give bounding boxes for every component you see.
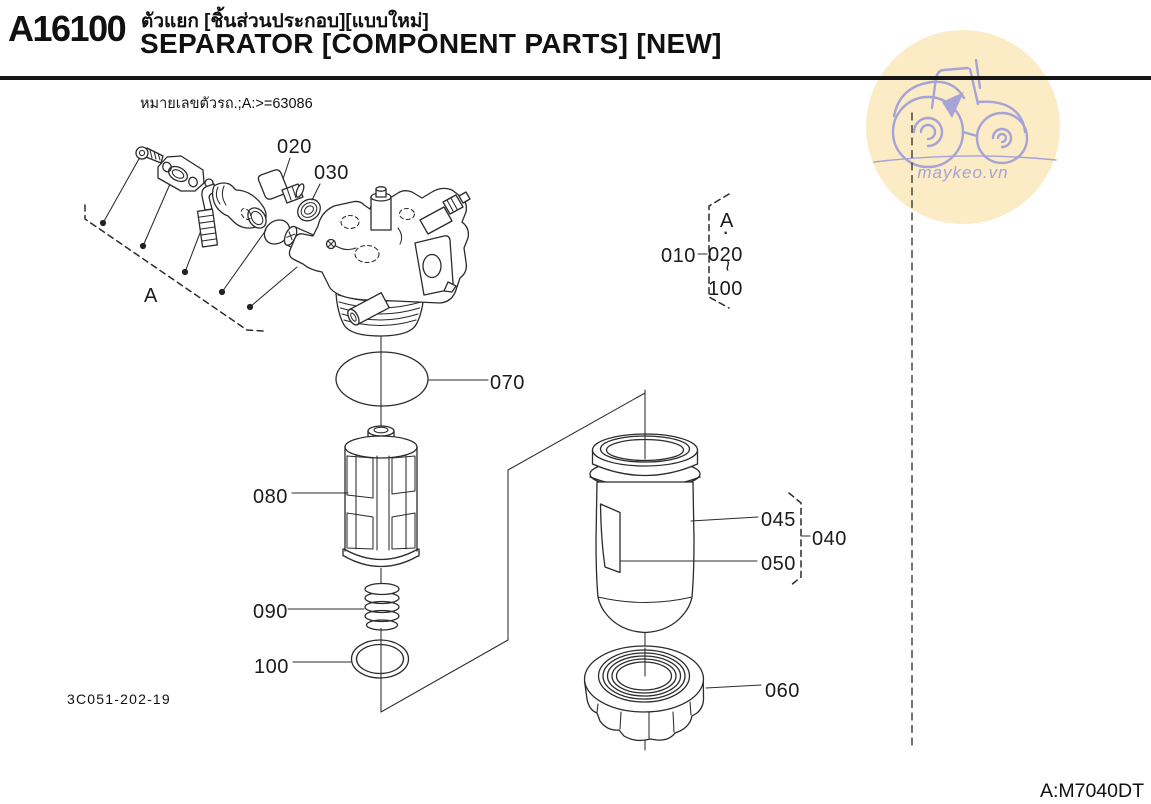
callout-100-label: 100 — [254, 656, 289, 678]
part-valve-cone — [211, 182, 267, 229]
callout-060-label: 060 — [765, 680, 800, 702]
part-small-o-ring — [263, 219, 291, 245]
callout-045-label: 045 — [761, 509, 796, 531]
part-100-ring — [350, 639, 410, 679]
callout-090-label: 090 — [253, 601, 288, 623]
watermark: maykeo.vn — [866, 30, 1060, 224]
part-080-filter-element — [342, 425, 420, 568]
ref-a-label: A — [144, 285, 158, 307]
part-070-o-ring — [335, 351, 429, 407]
group-040-bracket — [788, 492, 802, 587]
group-010-from: 020 — [708, 244, 743, 266]
part-cock-lever — [196, 178, 219, 248]
page-title: SEPARATOR [COMPONENT PARTS] [NEW] — [140, 28, 722, 59]
callout-040-label: 040 — [812, 528, 847, 550]
group-010-to: 100 — [708, 278, 743, 300]
projection-lines — [380, 392, 646, 713]
figure-number: 3C051-202-19 — [67, 691, 171, 707]
tractor-icon — [873, 58, 1057, 169]
serial-note: หมายเลขตัวรถ.;A:>=63086 — [140, 96, 313, 112]
part-020-plug — [257, 169, 305, 204]
part-090-spring — [364, 582, 400, 631]
callout-leader-lines — [282, 157, 811, 689]
callout-030-label: 030 — [314, 162, 349, 184]
part-separator-bowl — [589, 431, 701, 634]
page-title-thai: ตัวแยก [ชิ้นส่วนประกอบ][แบบใหม่] — [141, 11, 429, 32]
group-010-ref-a: A — [720, 210, 734, 232]
part-060-ring-nut — [583, 645, 705, 742]
callout-070-label: 070 — [490, 372, 525, 394]
callout-080-label: 080 — [253, 486, 288, 508]
group-010-dot: · — [722, 219, 730, 244]
callout-050-label: 050 — [761, 553, 796, 575]
part-separator-head — [283, 186, 471, 337]
model-note: A:M7040DT — [1039, 780, 1144, 802]
part-joint-plate — [157, 155, 205, 192]
callout-010-label: 010 — [661, 245, 696, 267]
page-code: A16100 — [8, 8, 127, 49]
callout-labels: 020 030 A 010 A · 020 ~ 100 070 080 090 … — [144, 136, 847, 702]
header-rule — [0, 76, 1151, 80]
callout-020-label: 020 — [277, 136, 312, 158]
part-screw — [135, 146, 164, 164]
group-a-leader-frame — [84, 156, 298, 332]
part-030-seal-washer — [297, 198, 321, 222]
watermark-text: maykeo.vn — [917, 163, 1009, 182]
group-010-bracket — [708, 193, 730, 309]
bowl-label-area — [599, 503, 621, 574]
group-010-tilde: ~ — [716, 260, 738, 272]
